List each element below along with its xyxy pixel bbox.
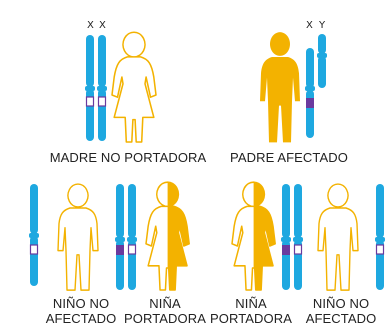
- father-label: PADRE AFECTADO: [230, 150, 348, 165]
- mother-chromosome-x1: [85, 35, 95, 141]
- father-chromosome-x: [305, 48, 315, 138]
- child1-figure: [57, 183, 99, 291]
- child1-chromosome-x: [29, 184, 39, 286]
- child2-chromosome-x2: [127, 184, 137, 290]
- mother-chromosome-x2: [97, 35, 107, 141]
- child3-chromosome-x2: [293, 184, 303, 290]
- child4-label: NIÑO NO AFECTADO: [296, 296, 386, 326]
- child1-label-line2: AFECTADO: [45, 311, 117, 326]
- child3-label-line1: NIÑA: [235, 296, 267, 311]
- child1-label: NIÑO NO AFECTADO: [36, 296, 126, 326]
- child2-chromosome-x1: [115, 184, 125, 290]
- mother-chromosome-letter-2: X: [99, 20, 106, 31]
- child4-label-line1: NIÑO NO: [312, 296, 370, 311]
- father-chromosome-y: [317, 34, 327, 88]
- father-chromosome-letter-1: X: [306, 20, 313, 31]
- child2-label-line2: PORTADORA: [123, 311, 207, 326]
- child3-label-line2: PORTADORA: [209, 311, 293, 326]
- child4-figure: [317, 183, 359, 291]
- child3-figure: [231, 181, 276, 291]
- child4-label-line2: AFECTADO: [305, 311, 377, 326]
- mother-chromosome-letter-1: X: [87, 20, 94, 31]
- child2-label: NIÑA PORTADORA: [122, 296, 208, 326]
- child3-chromosome-x1: [281, 184, 291, 290]
- mother-label: MADRE NO PORTADORA: [49, 150, 207, 165]
- child3-label: NIÑA PORTADORA: [208, 296, 294, 326]
- child4-chromosome-x: [375, 184, 385, 290]
- mother-figure: [111, 31, 157, 143]
- father-chromosome-letter-2: Y: [319, 20, 326, 31]
- child2-label-line1: NIÑA: [149, 296, 181, 311]
- child2-figure: [145, 181, 190, 291]
- child1-label-line1: NIÑO NO: [52, 296, 110, 311]
- father-figure: [260, 32, 300, 143]
